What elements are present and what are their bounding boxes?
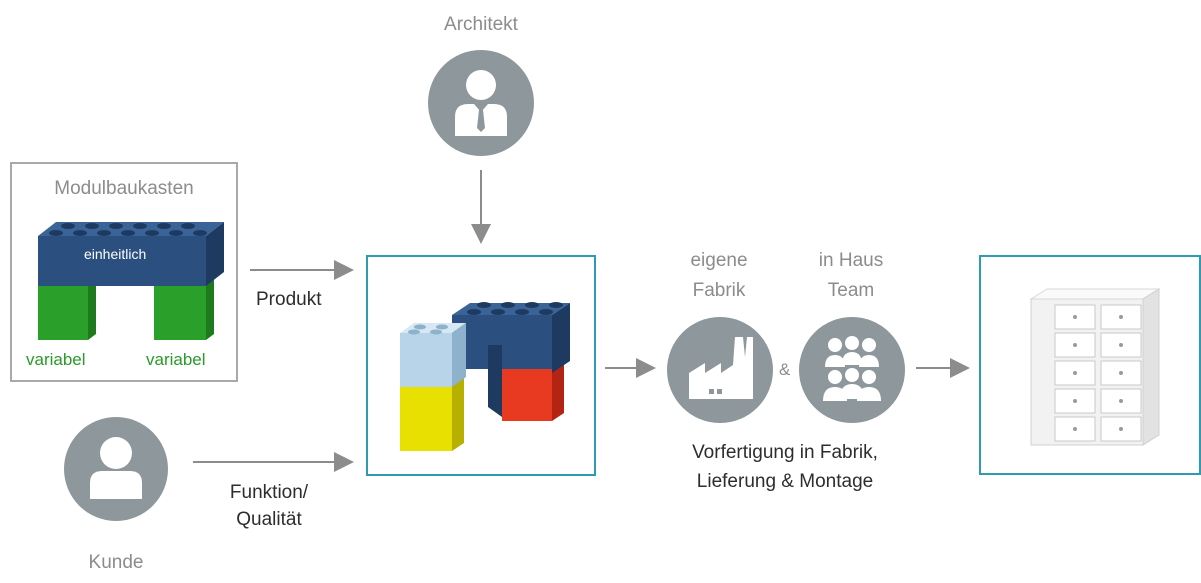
variable-left-label: variabel bbox=[26, 350, 86, 369]
ampersand-label: & bbox=[779, 360, 791, 379]
product-bricks-image bbox=[400, 302, 570, 451]
product-box bbox=[366, 255, 596, 476]
function-quality-label: Funktion/ Qualität bbox=[214, 479, 324, 533]
module-kit-title: Modulbaukasten bbox=[54, 178, 194, 199]
team-icon bbox=[799, 317, 905, 423]
result-box bbox=[979, 255, 1201, 475]
uniform-label: einheitlich bbox=[84, 246, 147, 262]
customer-person-icon bbox=[64, 417, 168, 521]
in-house-team-label: in Haus Team bbox=[796, 246, 906, 306]
own-factory-line2: Fabrik bbox=[692, 280, 746, 301]
factory-icon bbox=[667, 317, 773, 423]
prefab-line1: Vorfertigung in Fabrik, bbox=[692, 442, 878, 463]
in-house-line1: in Haus bbox=[818, 250, 884, 271]
architect-person-icon bbox=[428, 50, 534, 156]
architect-label: Architekt bbox=[444, 14, 518, 35]
in-house-line2: Team bbox=[827, 280, 875, 301]
prefabrication-label: Vorfertigung in Fabrik, Lieferung & Mont… bbox=[660, 438, 910, 496]
function-label-line1: Funktion/ bbox=[229, 482, 309, 503]
modular-building-image bbox=[1029, 288, 1161, 446]
module-kit-bricks-image bbox=[38, 222, 224, 340]
product-label: Produkt bbox=[256, 289, 322, 310]
function-label-line2: Qualität bbox=[236, 509, 302, 530]
prefab-line2: Lieferung & Montage bbox=[696, 471, 874, 492]
customer-label: Kunde bbox=[88, 552, 144, 573]
module-kit-box: Modulbaukasten einheitlich variabel vari… bbox=[10, 162, 238, 382]
own-factory-label: eigene Fabrik bbox=[664, 246, 774, 306]
variable-right-label: variabel bbox=[146, 350, 206, 369]
own-factory-line1: eigene bbox=[690, 250, 748, 271]
